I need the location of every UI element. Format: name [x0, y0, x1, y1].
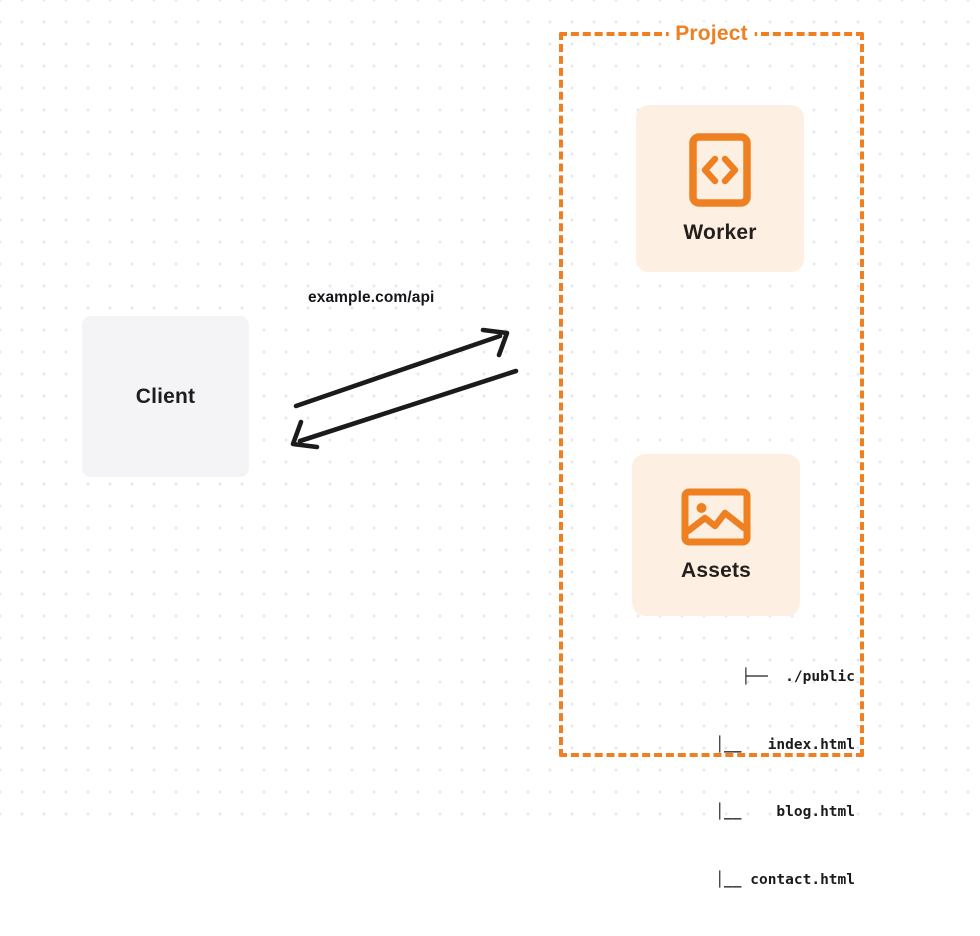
- code-brackets-icon: [689, 132, 751, 207]
- file-tree-row: │__ contact.html: [715, 871, 855, 888]
- file-tree-row: ├── ./public: [741, 669, 856, 685]
- image-picture-icon: [681, 487, 751, 547]
- file-tree-row: │__ blog.html: [715, 804, 855, 820]
- diagram-canvas: Client example.com/api Project W: [0, 0, 980, 888]
- node-worker-label: Worker: [683, 220, 757, 244]
- arrow-client-to-project: [293, 327, 510, 409]
- node-assets-label: Assets: [680, 559, 752, 582]
- node-assets[interactable]: Assets: [632, 454, 800, 616]
- node-client-label: Client: [135, 384, 196, 408]
- group-project-title: Project: [668, 22, 755, 46]
- node-client[interactable]: Client: [82, 316, 249, 477]
- arrow-project-to-client: [290, 368, 519, 450]
- node-worker[interactable]: Worker: [636, 105, 804, 272]
- file-tree: ├── ./public │__ index.html │__ blog.htm…: [609, 621, 855, 936]
- connection-label: example.com/api: [308, 289, 435, 306]
- file-tree-row: │__ index.html: [715, 736, 855, 753]
- group-project: Project Worker Assets: [559, 22, 864, 888]
